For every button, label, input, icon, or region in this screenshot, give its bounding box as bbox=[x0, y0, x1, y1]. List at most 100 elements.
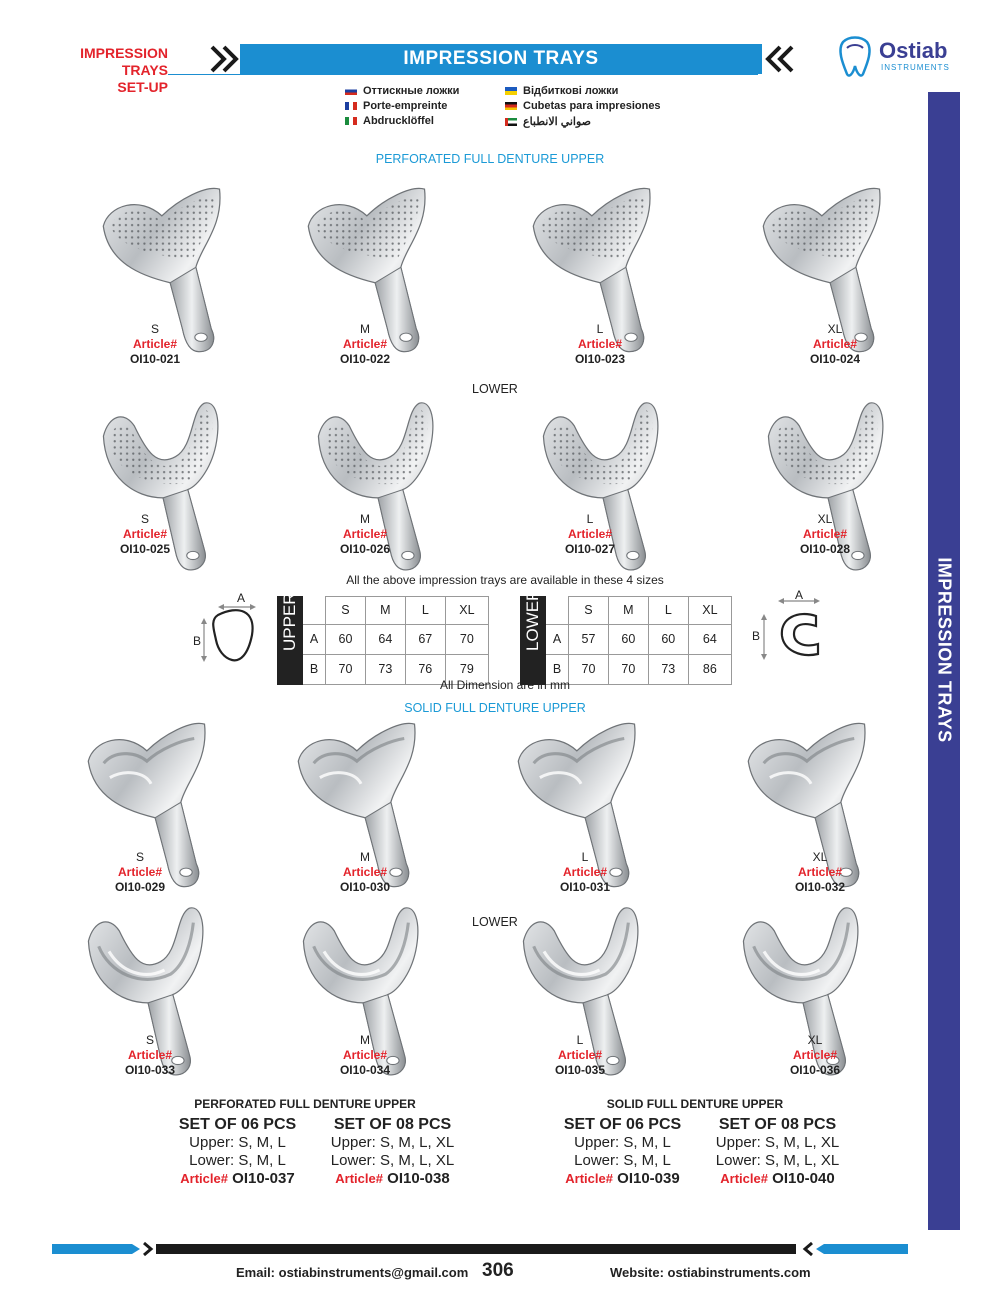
perforated-tray-image bbox=[102, 402, 219, 571]
set-lower: Lower: S, M, L, XL bbox=[715, 1152, 840, 1169]
article-code: OI10-035 bbox=[554, 1063, 606, 1077]
brand-name: Ostiab bbox=[879, 38, 948, 63]
tray-size: M bbox=[360, 512, 370, 526]
perforated-lower-title: LOWER bbox=[472, 382, 518, 396]
section-sidebar bbox=[928, 92, 960, 1230]
article-label: Article# bbox=[132, 337, 178, 351]
solid-tray-image bbox=[87, 907, 204, 1076]
tooth-logo-icon bbox=[839, 36, 871, 77]
table-cell: 60 bbox=[325, 623, 366, 655]
tray-size: L bbox=[586, 512, 594, 526]
article-code: OI10-036 bbox=[789, 1063, 841, 1077]
row-label-a: A bbox=[545, 623, 569, 655]
solid-tray-image bbox=[517, 722, 636, 888]
lang-ae: صواني الانطباع bbox=[505, 115, 591, 128]
footer-email: Email: ostiabinstruments@gmail.com bbox=[236, 1265, 469, 1280]
sidebar-label: IMPRESSION TRAYS bbox=[934, 557, 955, 743]
lower-shape-diagram-icon bbox=[761, 598, 820, 660]
tray-size: S bbox=[145, 1033, 154, 1047]
table-cell: 70 bbox=[607, 653, 649, 685]
set-article-code: OI10-039 bbox=[617, 1170, 680, 1187]
lower-size-header: S bbox=[568, 596, 609, 625]
article-label: Article# bbox=[342, 527, 388, 541]
perforated-set-heading: PERFORATED FULL DENTURE UPPER bbox=[194, 1097, 416, 1111]
set-upper: Upper: S, M, L bbox=[574, 1134, 671, 1151]
solid-set-heading: SOLID FULL DENTURE UPPER bbox=[606, 1097, 784, 1111]
article-label: Article# bbox=[802, 527, 848, 541]
flag-ua-icon bbox=[505, 87, 517, 96]
lower-a-label: A bbox=[795, 588, 804, 602]
set-lower: Lower: S, M, L bbox=[189, 1152, 286, 1169]
flag-de-icon bbox=[505, 102, 517, 111]
category-line-1: IMPRESSION TRAYS bbox=[80, 45, 168, 78]
tray-size: XL bbox=[817, 512, 833, 526]
article-label: Article# bbox=[812, 337, 858, 351]
article-code: OI10-034 bbox=[339, 1063, 391, 1077]
table-cell: 70 bbox=[568, 653, 609, 685]
article-label: Article# bbox=[567, 527, 613, 541]
upper-a-label: A bbox=[237, 591, 246, 605]
page-title: IMPRESSION TRAYS bbox=[240, 44, 762, 74]
lang-ru: Оттискные ложки bbox=[345, 85, 459, 97]
lang-ua: Відбиткові ложки bbox=[505, 85, 618, 97]
lang-de: Cubetas para impresiones bbox=[505, 100, 661, 112]
upper-dimension-table: UPPER S M L XL A 60 64 67 70 B 70 73 76 … bbox=[277, 593, 490, 685]
flag-it-icon bbox=[345, 117, 357, 126]
tray-size: XL bbox=[812, 850, 828, 864]
article-label: Article# bbox=[577, 337, 623, 351]
table-cell: 79 bbox=[444, 653, 490, 685]
lower-dimension-table: LOWER S M L XL A 57 60 60 64 B 70 70 73 … bbox=[520, 589, 733, 685]
article-code: OI10-032 bbox=[794, 880, 846, 894]
tray-size: S bbox=[150, 322, 159, 336]
solid-section-title: SOLID FULL DENTURE UPPER bbox=[404, 701, 586, 715]
article-code: OI10-023 bbox=[574, 352, 626, 366]
row-label-b: B bbox=[302, 653, 326, 685]
set-upper: Upper: S, M, L bbox=[189, 1134, 286, 1151]
perforated-tray-image bbox=[542, 402, 659, 571]
solid-tray-image bbox=[302, 907, 419, 1076]
set-article-code: OI10-037 bbox=[232, 1170, 295, 1187]
article-code: OI10-021 bbox=[129, 352, 181, 366]
perforated-tray-image bbox=[102, 187, 221, 353]
row-label-b: B bbox=[545, 653, 569, 685]
set-upper: Upper: S, M, L, XL bbox=[715, 1134, 840, 1151]
set-title: SET OF 06 PCS bbox=[563, 1116, 682, 1133]
article-code: OI10-022 bbox=[339, 352, 391, 366]
table-cell: 64 bbox=[364, 623, 406, 655]
tray-size: L bbox=[576, 1033, 584, 1047]
table-cell: 64 bbox=[687, 623, 733, 655]
category-label: IMPRESSION TRAYS SET-UP bbox=[50, 45, 168, 96]
tray-size: M bbox=[360, 322, 370, 336]
chevron-right-icon bbox=[210, 45, 239, 73]
table-cell: 70 bbox=[444, 623, 490, 655]
article-label: Article# bbox=[792, 1048, 838, 1062]
brand-logo: Ostiab INSTRUMENTS bbox=[835, 34, 970, 80]
upper-size-header: M bbox=[364, 596, 406, 625]
set-title: SET OF 06 PCS bbox=[178, 1116, 297, 1133]
table-cell: 57 bbox=[568, 623, 609, 655]
tray-size: XL bbox=[827, 322, 843, 336]
solid-tray-image bbox=[87, 722, 206, 888]
unit-note: All Dimension are in mm bbox=[439, 678, 571, 692]
table-cell: 76 bbox=[404, 653, 446, 685]
perforated-section-title: PERFORATED FULL DENTURE UPPER bbox=[375, 152, 605, 166]
perforated-tray-image bbox=[317, 402, 434, 571]
article-label: Article# bbox=[342, 1048, 388, 1062]
header-divider bbox=[168, 74, 758, 75]
flag-ae-icon bbox=[505, 118, 517, 127]
article-code: OI10-026 bbox=[339, 542, 391, 556]
row-label-a: A bbox=[302, 623, 326, 655]
lower-size-header: M bbox=[607, 596, 649, 625]
upper-b-label: B bbox=[193, 634, 202, 648]
article-code: OI10-028 bbox=[799, 542, 851, 556]
article-label: Article# bbox=[127, 1048, 173, 1062]
